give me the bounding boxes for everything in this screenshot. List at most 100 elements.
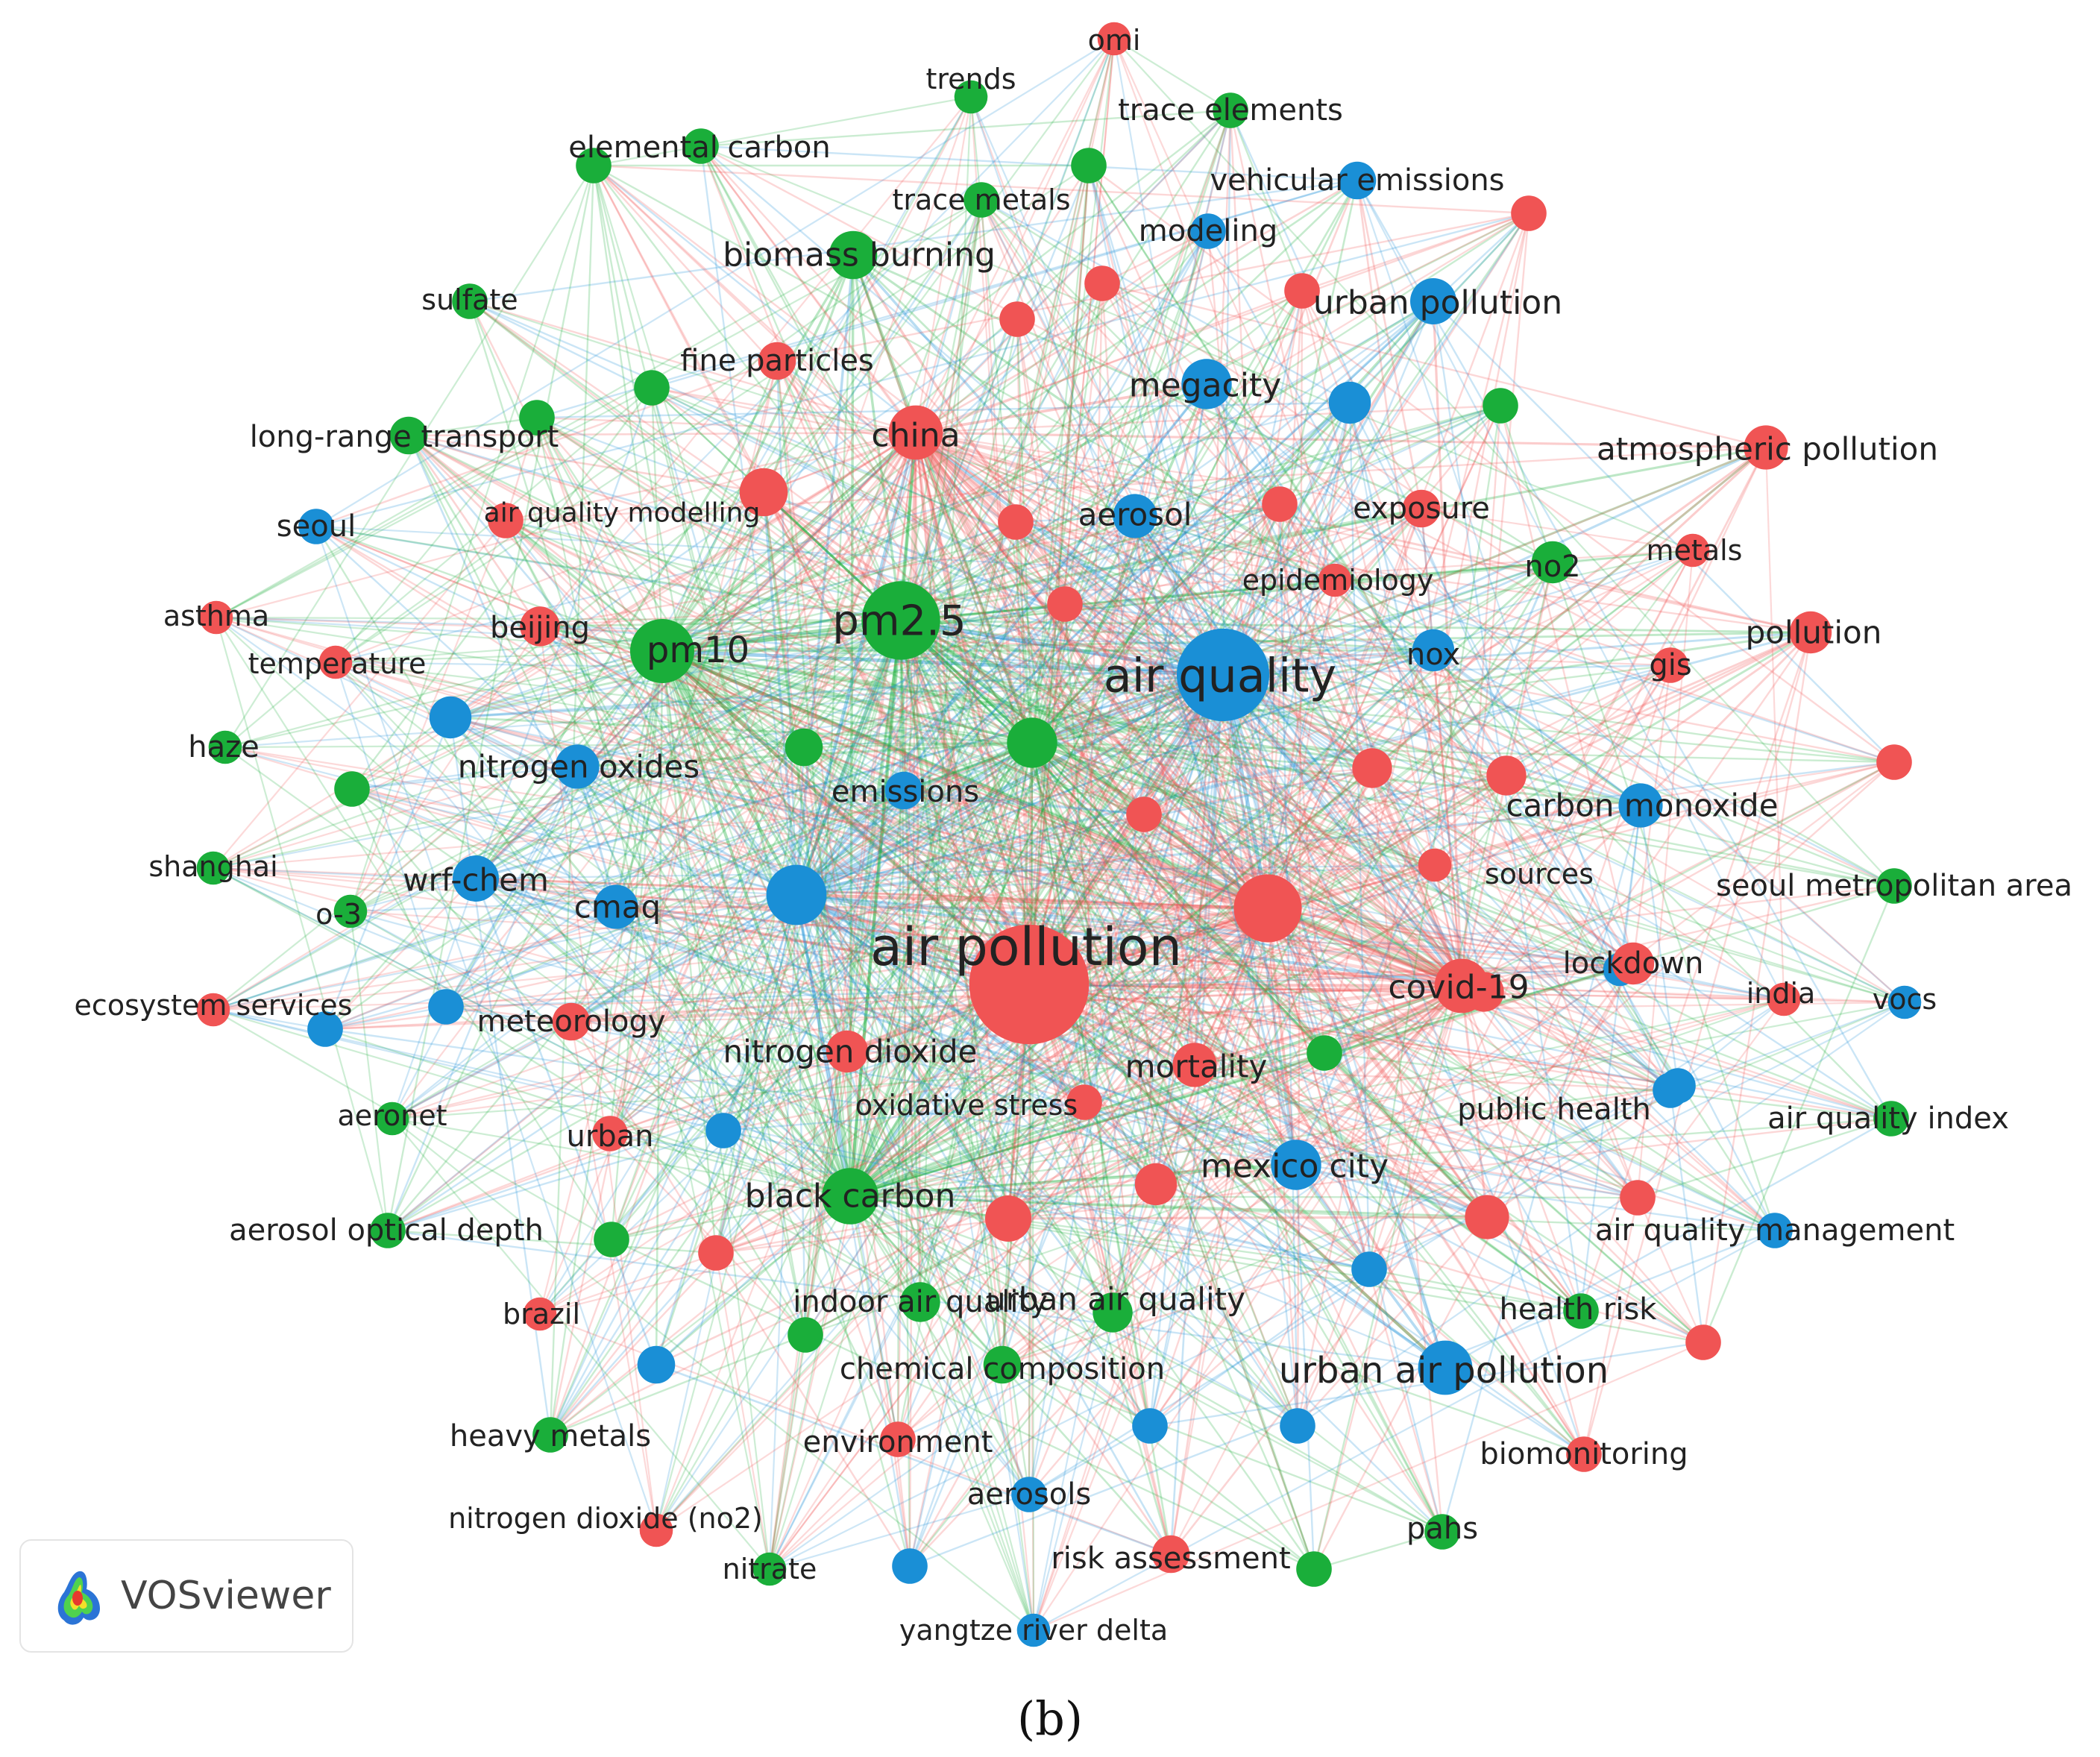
node-long-range-transport[interactable] [389, 416, 428, 455]
node-haze[interactable] [208, 730, 242, 764]
node-modeling[interactable] [1190, 213, 1226, 249]
node-air-quality-modelling[interactable] [488, 503, 524, 538]
node-cmaq[interactable] [594, 884, 638, 929]
node-brazil[interactable] [523, 1297, 557, 1331]
node-beijing[interactable] [520, 606, 560, 647]
node-u-blue9[interactable] [428, 989, 464, 1025]
node-u-green6[interactable] [519, 400, 555, 436]
node-elemental-carbon[interactable] [683, 128, 719, 164]
node-air-pollution[interactable] [969, 924, 1090, 1045]
node-u-blue1[interactable] [766, 864, 827, 925]
node-u-red17[interactable] [698, 1235, 734, 1271]
node-health-risk[interactable] [1563, 1293, 1599, 1329]
node-u-blue11[interactable] [705, 1113, 741, 1148]
node-covid19[interactable] [1434, 958, 1489, 1013]
node-carbon-monoxide[interactable] [1618, 783, 1663, 828]
node-emissions[interactable] [884, 771, 923, 810]
node-indoor-air-quality[interactable] [900, 1282, 940, 1322]
node-u-red16[interactable] [998, 504, 1034, 540]
node-nitrogen-oxides[interactable] [555, 744, 600, 789]
node-yangtze-river-delta[interactable] [1016, 1613, 1051, 1647]
node-india[interactable] [1767, 982, 1801, 1016]
node-u-blue6[interactable] [1132, 1408, 1168, 1444]
node-exposure[interactable] [1402, 489, 1441, 528]
node-u-red12[interactable] [1511, 195, 1547, 231]
node-urban[interactable] [592, 1116, 628, 1151]
node-asthma[interactable] [199, 600, 233, 635]
node-u-green8[interactable] [1307, 1035, 1342, 1071]
node-trace-elements[interactable] [1213, 92, 1248, 128]
node-no2[interactable] [1531, 541, 1574, 584]
node-urban-air-quality[interactable] [1093, 1292, 1133, 1333]
node-meteorology[interactable] [552, 1002, 591, 1041]
node-megacity[interactable] [1181, 359, 1232, 409]
node-mexico-city[interactable] [1271, 1140, 1321, 1190]
node-epidemiology[interactable] [1318, 563, 1352, 597]
node-u-red7[interactable] [1486, 755, 1527, 796]
node-u-blue3[interactable] [1328, 381, 1371, 424]
node-mortality[interactable] [1172, 1043, 1217, 1087]
node-u-blue5[interactable] [892, 1548, 928, 1584]
node-u-green3[interactable] [576, 148, 612, 183]
node-air-quality[interactable] [1176, 628, 1270, 722]
node-pm10[interactable] [630, 619, 694, 683]
node-u-red10[interactable] [1084, 265, 1120, 301]
node-urban-pollution[interactable] [1410, 278, 1456, 324]
node-trace-metals[interactable] [963, 182, 999, 218]
node-u-red6[interactable] [1352, 748, 1392, 788]
node-u-red14[interactable] [1047, 586, 1083, 622]
node-ecosystem-services[interactable] [196, 993, 230, 1027]
node-nitrogen-dioxide-no2[interactable] [639, 1513, 673, 1547]
node-nitrate[interactable] [752, 1552, 787, 1586]
node-pm25[interactable] [861, 581, 940, 660]
node-sources[interactable] [1418, 848, 1452, 882]
node-u-blue4[interactable] [637, 1345, 676, 1384]
node-black-carbon[interactable] [822, 1168, 878, 1225]
node-u-red11[interactable] [1284, 273, 1320, 309]
node-china[interactable] [888, 405, 943, 460]
node-u-green5[interactable] [634, 370, 670, 406]
node-u-red18[interactable] [1620, 1180, 1656, 1216]
node-biomass-burning[interactable] [829, 230, 878, 280]
node-sulfate[interactable] [452, 283, 488, 319]
node-oxidative-stress[interactable] [1066, 1084, 1102, 1120]
node-heavy-metals[interactable] [532, 1417, 568, 1453]
node-o3[interactable] [333, 894, 368, 928]
node-lockdown[interactable] [1612, 942, 1655, 985]
node-aeronet[interactable] [375, 1101, 409, 1136]
node-trends[interactable] [954, 80, 988, 114]
node-pollution[interactable] [1789, 611, 1832, 654]
node-aerosol[interactable] [1113, 494, 1157, 538]
node-seoul[interactable] [298, 509, 334, 544]
node-pahs[interactable] [1424, 1514, 1460, 1550]
node-u-red3[interactable] [985, 1195, 1031, 1242]
node-u-blue8[interactable] [1351, 1251, 1387, 1287]
node-u-red19[interactable] [1876, 744, 1912, 780]
node-fine-particles[interactable] [758, 342, 796, 380]
node-aerosols[interactable] [1011, 1477, 1047, 1512]
node-chemical-composition[interactable] [983, 1345, 1022, 1384]
node-air-quality-index[interactable] [1873, 1101, 1909, 1137]
node-u-green7[interactable] [334, 771, 370, 807]
node-vehicular-emissions[interactable] [1338, 161, 1377, 200]
node-risk-assessment[interactable] [1151, 1535, 1190, 1574]
node-u-red20[interactable] [1685, 1324, 1721, 1360]
node-u-red4[interactable] [1465, 1195, 1509, 1239]
node-u-red9[interactable] [999, 301, 1035, 337]
node-u-blue10[interactable] [307, 1011, 343, 1047]
node-environment[interactable] [880, 1421, 916, 1457]
node-temperature[interactable] [318, 645, 353, 679]
node-u-blue7[interactable] [1280, 1408, 1315, 1444]
node-urban-air-pollution[interactable] [1418, 1340, 1473, 1395]
node-u-green9[interactable] [788, 1317, 823, 1353]
node-biomonitoring[interactable] [1566, 1436, 1602, 1472]
node-u-green11[interactable] [594, 1222, 629, 1257]
node-u-red2[interactable] [739, 468, 788, 517]
node-air-quality-management[interactable] [1757, 1213, 1793, 1248]
node-gis[interactable] [1653, 647, 1688, 683]
node-nitrogen-dioxide[interactable] [826, 1030, 869, 1073]
node-atmospheric-pollution[interactable] [1744, 425, 1788, 470]
node-seoul-metropolitan-area[interactable] [1876, 868, 1912, 904]
node-u-green2[interactable] [785, 728, 823, 767]
node-u-green12[interactable] [1296, 1551, 1332, 1587]
